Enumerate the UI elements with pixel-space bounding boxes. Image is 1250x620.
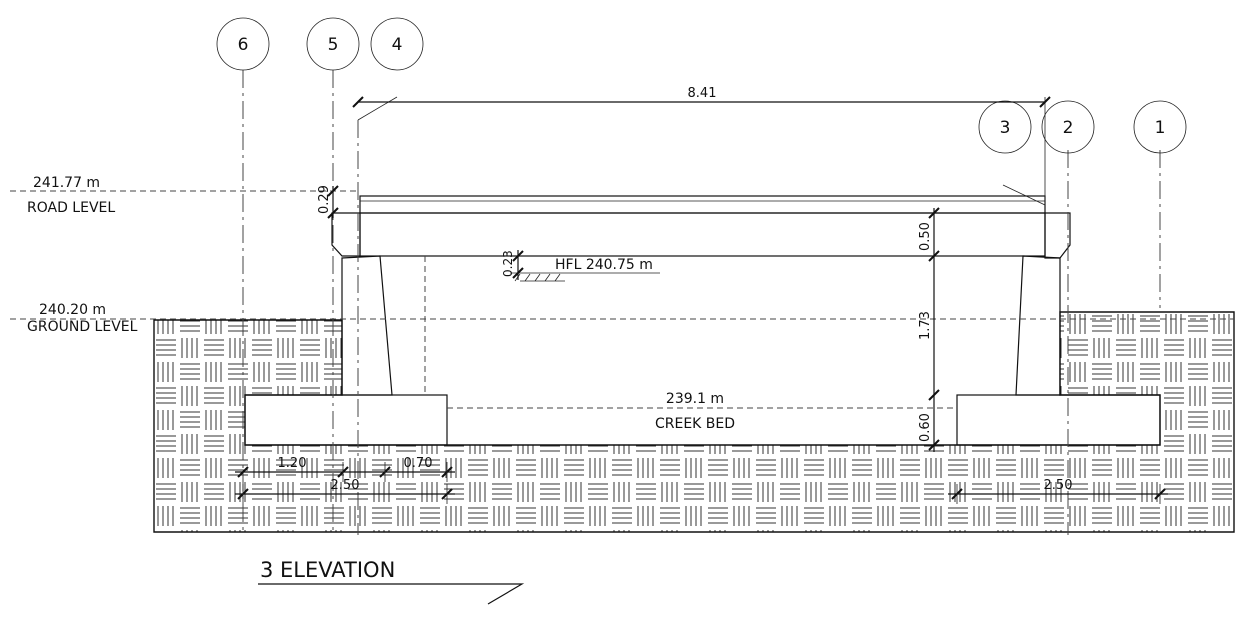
hfl-label: HFL 240.75 m <box>555 257 653 273</box>
creek-bed-value: 239.1 m <box>666 391 724 407</box>
right-footing <box>956 394 1161 446</box>
creek-bed-label: CREEK BED <box>655 416 735 432</box>
wearing-course <box>359 195 1046 214</box>
road-level-value: 241.77 m <box>33 175 100 191</box>
footing-dimension: 0.60 <box>918 413 933 442</box>
svg-text:4: 4 <box>392 35 403 55</box>
left-footing <box>244 394 448 446</box>
hfl-offset-dimension: 0.23 <box>501 250 515 277</box>
grid-bubble-2: 2 <box>1041 100 1095 154</box>
svg-text:1: 1 <box>1155 118 1166 138</box>
right-total-dimension: 2.50 <box>1044 478 1073 493</box>
svg-text:6: 6 <box>238 35 249 55</box>
ground-level-label: GROUND LEVEL <box>27 319 138 335</box>
left-b-dimension: 0.70 <box>404 456 433 471</box>
svg-text:5: 5 <box>328 35 339 55</box>
grid-bubble-5: 5 <box>306 17 360 71</box>
ground-level-value: 240.20 m <box>39 302 106 318</box>
grid-bubble-4: 4 <box>370 17 424 71</box>
deck-slab <box>359 212 1046 257</box>
road-level-label: ROAD LEVEL <box>27 200 115 216</box>
drawing-title: 3 ELEVATION <box>260 558 395 582</box>
span-dimension: 8.41 <box>688 86 717 101</box>
left-abutment <box>341 255 393 396</box>
right-backwall <box>1044 212 1071 259</box>
grid-bubble-1: 1 <box>1133 100 1187 154</box>
slab-dimension: 0.50 <box>918 222 933 251</box>
left-a-dimension: 1.20 <box>278 456 307 471</box>
deck-top-dimension: 0.29 <box>317 185 332 214</box>
clear-height-dimension: 1.73 <box>918 311 933 340</box>
svg-text:3: 3 <box>1000 118 1011 138</box>
left-backwall <box>331 212 361 257</box>
title-underline <box>258 583 525 605</box>
right-abutment <box>1015 255 1061 396</box>
svg-text:2: 2 <box>1063 118 1074 138</box>
left-total-dimension: 2.50 <box>331 478 360 493</box>
grid-bubble-6: 6 <box>216 17 270 71</box>
grid-bubble-3: 3 <box>978 100 1032 154</box>
